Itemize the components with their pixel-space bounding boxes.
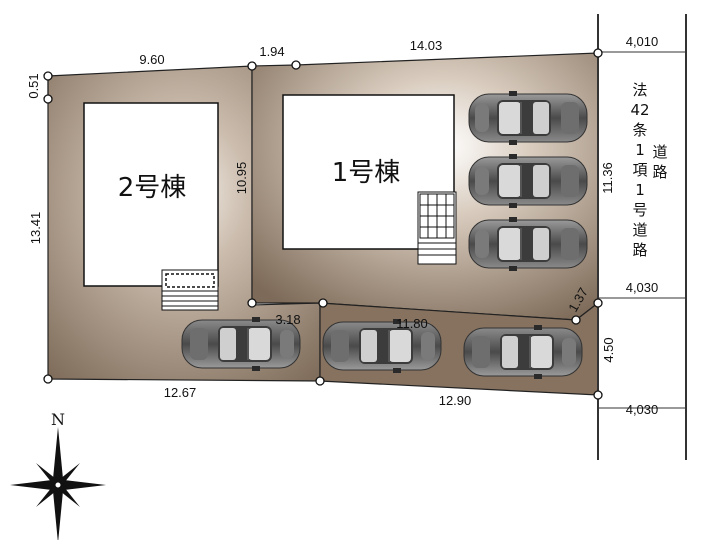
road-width-1: 4,010: [626, 34, 659, 49]
svg-text:法: 法: [632, 81, 647, 99]
car-1: [468, 90, 588, 146]
dim-top-right: 14.03: [410, 38, 443, 53]
svg-text:1: 1: [635, 141, 645, 159]
road-name-col1: 法 42 条 1 項 1 号 道 路: [630, 81, 649, 259]
dim-right: 11.36: [600, 162, 615, 194]
dim-bottom-left: 12.67: [164, 385, 197, 400]
svg-text:号: 号: [632, 201, 647, 219]
building-2-label: 2号棟: [118, 173, 187, 203]
dim-bottom-right: 12.90: [439, 393, 472, 408]
entrance-stairs-2: [161, 269, 219, 311]
building-2[interactable]: [83, 102, 219, 287]
svg-text:42: 42: [630, 101, 649, 119]
car-2: [468, 153, 588, 209]
car-6: [463, 324, 583, 380]
car-3: [468, 216, 588, 272]
svg-text:道: 道: [632, 221, 647, 239]
dim-left: 13.41: [28, 212, 43, 245]
road-name-col2: 道 路: [652, 143, 667, 181]
entrance-stairs-1: [417, 191, 457, 265]
boundary-markers: [43, 48, 603, 400]
road-width-3: 4,030: [626, 402, 659, 417]
dim-top-mid: 1.94: [259, 44, 284, 59]
dim-corner: 0.51: [26, 73, 41, 98]
svg-text:項: 項: [632, 161, 647, 179]
svg-text:道: 道: [652, 143, 667, 161]
building-1-label: 1号棟: [332, 158, 401, 188]
svg-text:1: 1: [635, 181, 645, 199]
dim-mid-vertical: 10.95: [234, 162, 249, 195]
dim-access: 4.50: [601, 337, 616, 362]
dim-top-left: 9.60: [139, 52, 164, 67]
road-width-2: 4,030: [626, 280, 659, 295]
compass-north-label: N: [51, 410, 65, 429]
compass-rose-icon: [10, 427, 106, 540]
svg-text:条: 条: [632, 121, 647, 139]
dim-inner-short: 3.18: [275, 312, 300, 327]
svg-text:路: 路: [632, 241, 647, 259]
svg-text:路: 路: [652, 163, 667, 181]
dim-inner-long: 11.80: [396, 316, 428, 331]
